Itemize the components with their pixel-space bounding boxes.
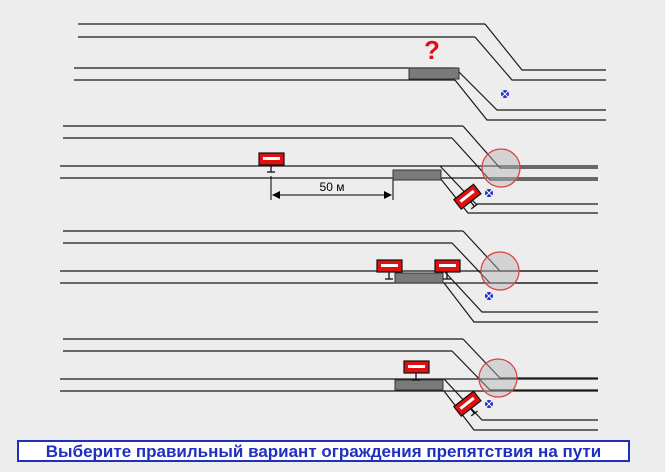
highlight-circle [481, 148, 521, 188]
obstacle [394, 379, 444, 391]
variant-2[interactable]: 50 м [60, 125, 598, 214]
highlight-circle [478, 358, 518, 398]
dimension-arrow [270, 176, 394, 200]
distance-label: 50 м [320, 180, 345, 194]
stop-signal-sign [258, 152, 285, 173]
switch-lantern-icon [501, 90, 509, 98]
switch-lantern-icon [485, 292, 493, 300]
switch-lantern-icon [485, 189, 493, 197]
stop-signal-sign [453, 390, 482, 417]
stop-signal-sign [376, 259, 403, 280]
track-lines [74, 23, 606, 121]
obstacle [394, 272, 444, 284]
stop-signal-sign [453, 183, 482, 210]
variant-1[interactable]: ? [74, 23, 606, 121]
stop-signal-sign [434, 259, 461, 280]
obstacle [408, 67, 460, 80]
question-mark: ? [424, 35, 440, 65]
track-lines [60, 338, 598, 431]
highlight-circle [480, 251, 520, 291]
obstacle [392, 169, 442, 181]
variant-4[interactable] [60, 338, 598, 431]
switch-lantern-icon [485, 400, 493, 408]
track-lines [60, 125, 598, 214]
variant-3[interactable] [60, 230, 598, 323]
stop-signal-sign [403, 360, 430, 381]
track-lines [60, 230, 598, 323]
prompt-banner: Выберите правильный вариант ограждения п… [17, 440, 630, 462]
prompt-text: Выберите правильный вариант ограждения п… [45, 441, 602, 461]
